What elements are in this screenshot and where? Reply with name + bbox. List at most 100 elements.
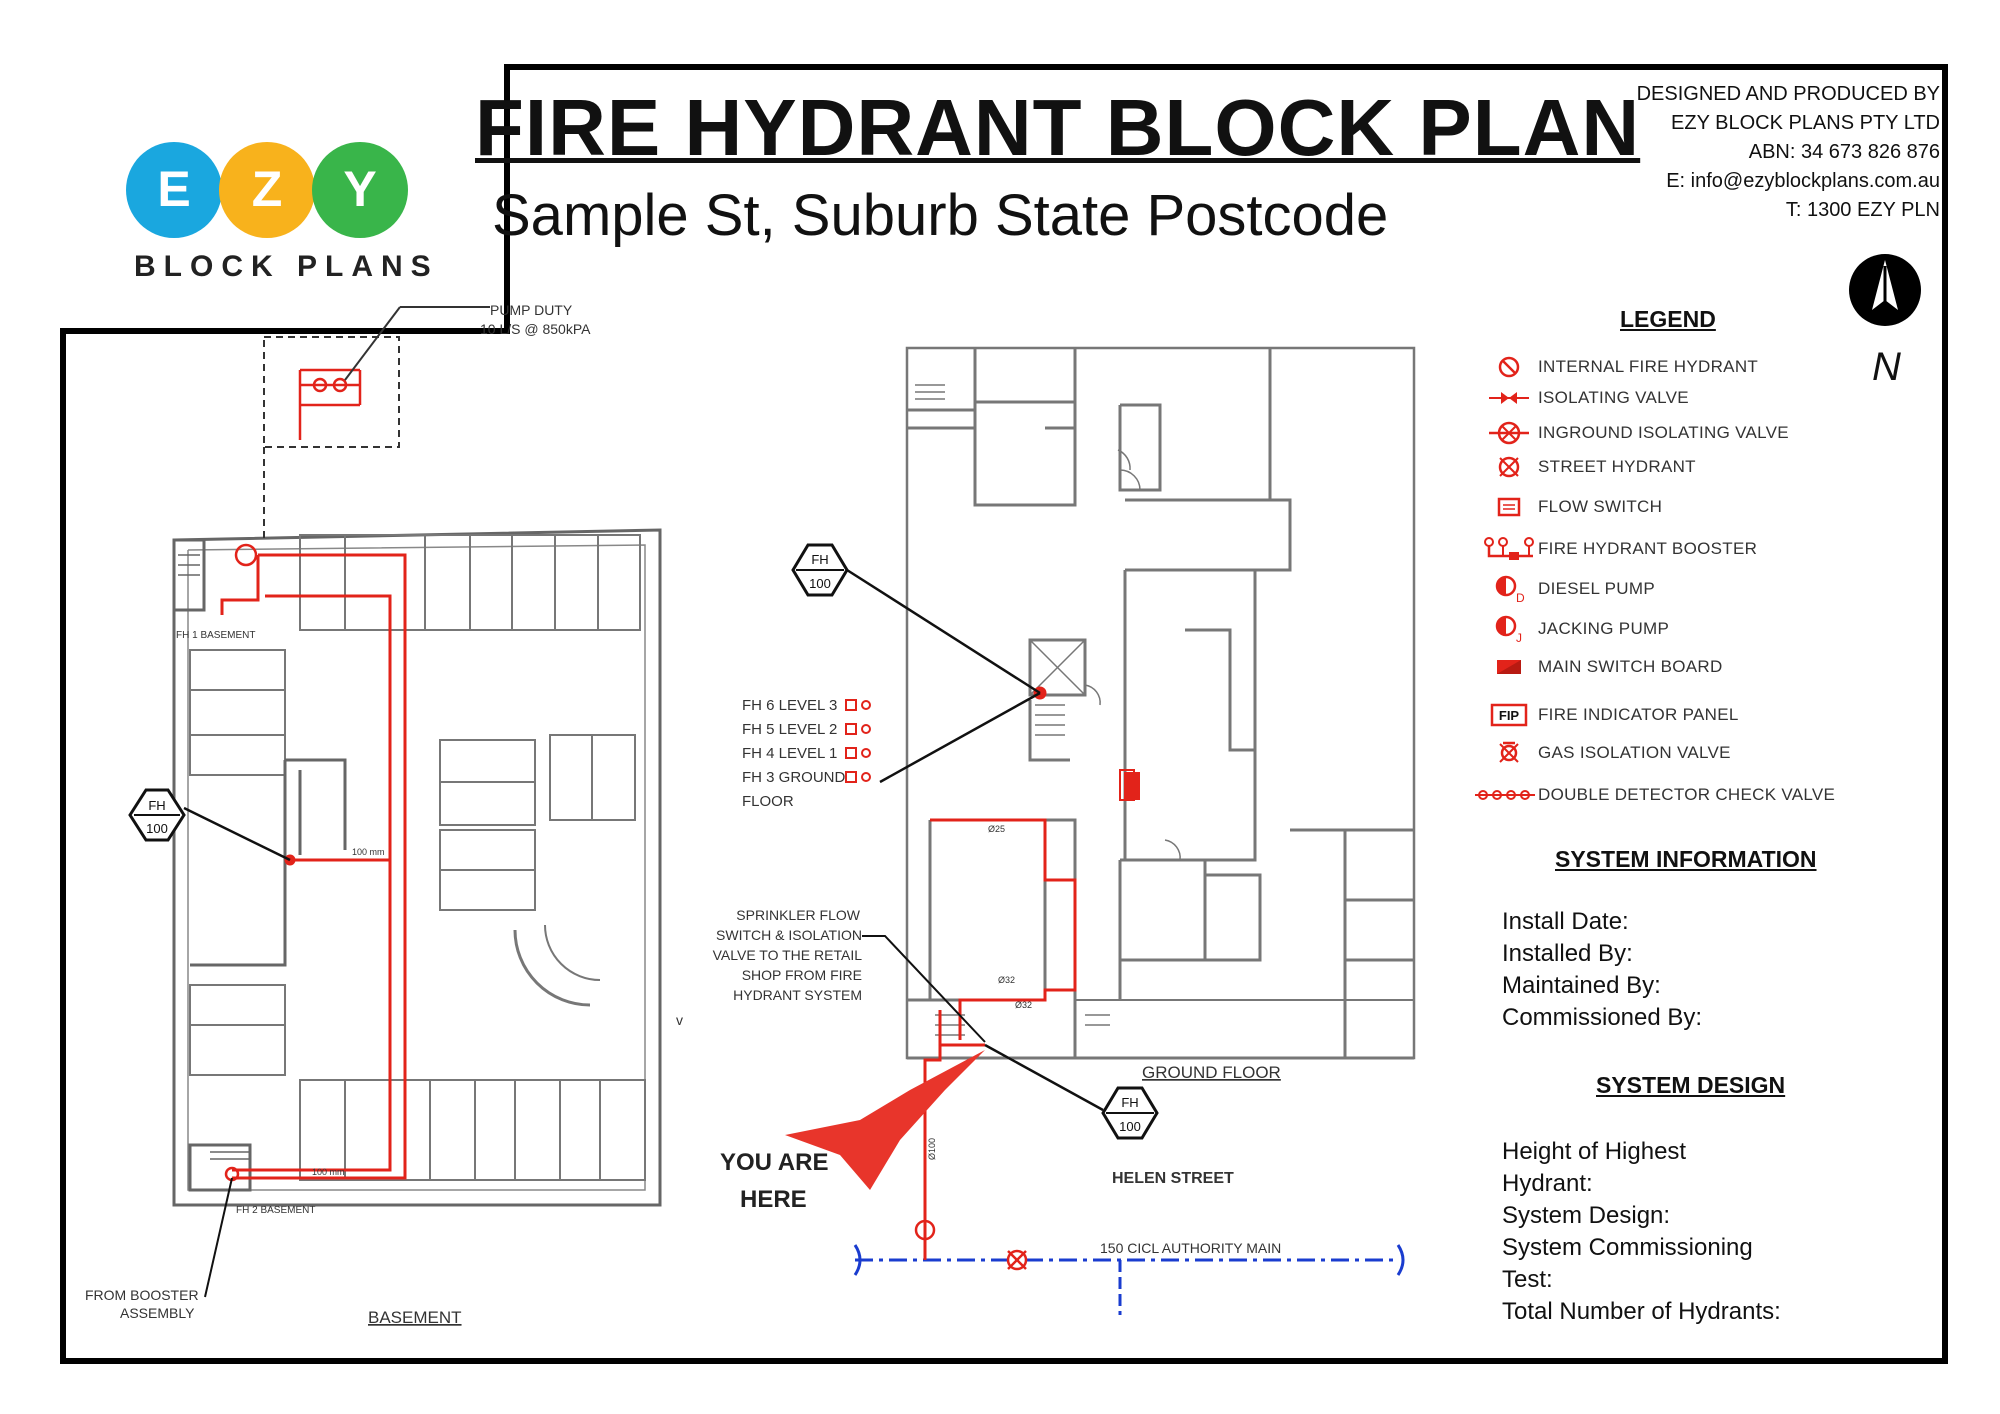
internal-fire-hydrant-icon: [1498, 356, 1520, 378]
design-field: System Commissioning: [1502, 1234, 1753, 1261]
logo-panel: E Z Y BLOCK PLANS: [60, 64, 510, 334]
sprinkler-note-line: HYDRANT SYSTEM: [733, 987, 862, 1003]
fh-tag-top: FH: [811, 552, 828, 567]
design-field: System Design:: [1502, 1202, 1671, 1229]
jacking-pump-icon: J: [1495, 615, 1522, 644]
basement-parking-bottom: [299, 1079, 646, 1181]
legend-label: INGROUND ISOLATING VALVE: [1538, 423, 1789, 442]
system-design-list: Height of Highest Hydrant: System Design…: [1502, 1136, 1781, 1328]
pipe-size-label: Ø25: [988, 824, 1005, 834]
fh-tag-top: FH: [148, 798, 165, 813]
ground-floor-plan: [905, 346, 1416, 1060]
pipe-size-label: Ø32: [998, 975, 1015, 985]
producer-line: ABN: 34 673 826 876: [1748, 141, 1940, 163]
legend-item: INTERNAL FIRE HYDRANT: [1480, 352, 1758, 382]
fh-tag-bottom: 100: [146, 821, 168, 836]
north-label: N: [1872, 345, 1901, 389]
legend-label: FLOW SWITCH: [1538, 497, 1663, 516]
producer-line: EZY BLOCK PLANS PTY LTD: [1671, 112, 1940, 134]
basement-outline: [172, 528, 662, 1207]
pipe-size-label: Ø32: [1015, 1000, 1032, 1010]
basement-plan: [172, 528, 662, 1207]
system-design-title: SYSTEM DESIGN: [1596, 1072, 1786, 1098]
sprinkler-note-line: VALVE TO THE RETAIL: [713, 947, 863, 963]
legend-item: DOUBLE DETECTOR CHECK VALVE: [1472, 780, 1835, 810]
you-are-here-marker: YOU ARE HERE: [720, 1050, 985, 1213]
legend-label: DIESEL PUMP: [1538, 579, 1655, 598]
level-hydrant-icons: [845, 699, 871, 783]
info-field: Install Date:: [1502, 908, 1629, 935]
you-are-here-label: YOU ARE: [720, 1149, 828, 1176]
sprinkler-note-line: SHOP FROM FIRE: [742, 967, 862, 983]
pipe-size-label: Ø100: [927, 1138, 937, 1160]
authority-main: 150 CICL AUTHORITY MAIN: [853, 1240, 1405, 1315]
basement-hydrant-pipes: [220, 543, 407, 1182]
ezy-logo: E Z Y: [126, 142, 408, 238]
legend-item: ISOLATING VALVE: [1480, 383, 1689, 413]
from-booster-label-2: ASSEMBLY: [120, 1305, 195, 1321]
legend-label: MAIN SWITCH BOARD: [1538, 657, 1723, 676]
logo-letter-z: Z: [252, 161, 283, 217]
you-are-here-label-2: HERE: [740, 1186, 807, 1213]
hydrant-level-stack: FH 6 LEVEL 3 FH 5 LEVEL 2 FH 4 LEVEL 1 F…: [742, 697, 846, 810]
fh-tag-top: FH: [1121, 1095, 1138, 1110]
legend-item: INGROUND ISOLATING VALVE: [1480, 418, 1789, 448]
stack-label: FLOOR: [742, 793, 794, 810]
basement-central-bays: [439, 734, 636, 1007]
logo-letter-y: Y: [343, 161, 376, 217]
logo-circle-z: [219, 142, 315, 238]
fh-tag-bottom: 100: [1119, 1119, 1141, 1134]
legend-title: LEGEND: [1620, 306, 1716, 332]
fh-tag-ground-lower: FH 100: [984, 1043, 1159, 1140]
inground-isolating-valve-icon: [1489, 421, 1529, 445]
basement-parking-top: [299, 534, 641, 631]
fh-tag-bottom: 100: [809, 576, 831, 591]
fh-tag-basement: FH 100: [128, 788, 291, 862]
double-detector-check-valve-icon: [1475, 790, 1535, 800]
main-switch-board-icon: [1497, 660, 1521, 674]
pipe-size-label: 100 mm: [352, 847, 385, 857]
logo-tagline: BLOCK PLANS: [134, 250, 439, 283]
legend-item: STREET HYDRANT: [1480, 452, 1696, 482]
logo-letter-e: E: [157, 161, 190, 217]
main-switch-board-icon: [1124, 772, 1140, 800]
fh-tag-ground-upper: FH 100: [791, 543, 1041, 784]
ground-hydrant-pipes: [914, 686, 1135, 1241]
producer-line: E: info@ezyblockplans.com.au: [1666, 170, 1940, 192]
page-title: FIRE HYDRANT BLOCK PLAN: [475, 83, 1641, 172]
legend-item: FIRE HYDRANT BOOSTER: [1480, 534, 1757, 564]
design-field: Test:: [1502, 1266, 1553, 1293]
stack-label: FH 6 LEVEL 3: [742, 697, 837, 714]
legend-item: J JACKING PUMP: [1480, 614, 1669, 644]
ground-stairs-top: [915, 384, 1110, 1036]
legend-label: JACKING PUMP: [1538, 619, 1670, 638]
system-information-list: Install Date: Installed By: Maintained B…: [1502, 906, 1702, 1034]
ground-floor-label: GROUND FLOOR: [1142, 1063, 1281, 1082]
sprinkler-note: SPRINKLER FLOW SWITCH & ISOLATION VALVE …: [713, 907, 863, 1003]
legend-label: FIRE HYDRANT BOOSTER: [1538, 539, 1758, 558]
legend-label: GAS ISOLATION VALVE: [1538, 743, 1731, 762]
isolating-valve-icon: [1489, 392, 1529, 404]
pump-j-letter: J: [1516, 631, 1522, 644]
legend-label: ISOLATING VALVE: [1538, 388, 1689, 407]
legend-label: STREET HYDRANT: [1538, 457, 1696, 476]
legend-label: INTERNAL FIRE HYDRANT: [1538, 357, 1759, 376]
producer-line: DESIGNED AND PRODUCED BY: [1636, 83, 1940, 105]
legend-item: MAIN SWITCH BOARD: [1480, 652, 1723, 682]
info-field: Commissioned By:: [1502, 1004, 1703, 1031]
stack-label: FH 4 LEVEL 1: [742, 745, 837, 762]
fire-hydrant-booster-icon: [1484, 537, 1534, 560]
fh2-basement-label: FH 2 BASEMENT: [236, 1205, 315, 1216]
stack-label: FH 3 GROUND: [742, 769, 846, 786]
legend-item: FLOW SWITCH: [1480, 492, 1662, 522]
stack-label: FH 5 LEVEL 2: [742, 721, 837, 738]
basement-label: BASEMENT: [368, 1308, 462, 1327]
fip-text: FIP: [1499, 708, 1520, 723]
design-field: Total Number of Hydrants:: [1502, 1298, 1781, 1325]
info-field: Maintained By:: [1502, 972, 1661, 999]
sprinkler-note-line: SPRINKLER FLOW: [736, 907, 860, 923]
pump-d-letter: D: [1516, 591, 1525, 604]
logo-circle-y: [312, 142, 408, 238]
gas-isolation-valve-icon: [1499, 741, 1519, 763]
